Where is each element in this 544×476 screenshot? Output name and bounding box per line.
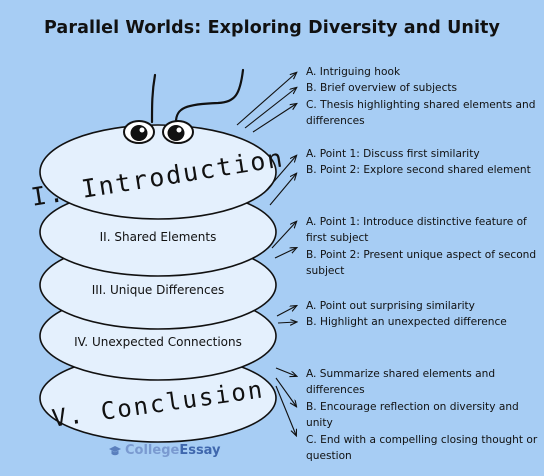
note-item: A. Point 1: Discuss first similarity [306, 148, 480, 160]
arrows-connections [276, 306, 296, 323]
note-item: C. Thesis highlighting shared elements a… [306, 98, 536, 128]
diagram-title: Parallel Worlds: Exploring Diversity and… [43, 18, 501, 38]
left-antenna [150, 73, 157, 124]
logo-text-part1: College [125, 443, 180, 458]
section-label-connections: IV. Unexpected Connections [74, 335, 242, 349]
right-antenna [174, 68, 245, 124]
note-item: B. Brief overview of subjects [306, 82, 458, 95]
section-label-shared: II. Shared Elements [100, 230, 217, 244]
notes-connections: A. Point out surprising similarity B. Hi… [306, 298, 538, 331]
note-item: A. Summarize shared elements and differe… [306, 368, 496, 397]
arrows-introduction [236, 73, 296, 133]
graduation-cap-icon [109, 445, 121, 455]
note-item: A. Intriguing hook [306, 66, 401, 78]
notes-shared: A. Point 1: Discuss first similarity B. … [306, 146, 538, 179]
notes-conclusion: A. Summarize shared elements and differe… [306, 366, 538, 464]
note-item: B. Encourage reflection on diversity and… [306, 400, 519, 430]
section-label-unique: III. Unique Differences [92, 283, 225, 297]
note-item: B. Point 2: Present unique aspect of sec… [306, 248, 537, 278]
arrows-conclusion [275, 367, 296, 435]
arrows-shared [263, 156, 296, 206]
note-item: A. Point out surprising similarity [306, 300, 475, 312]
arrows-unique [271, 222, 296, 259]
notes-introduction: A. Intriguing hook B. Brief overview of … [306, 64, 538, 130]
note-item: A. Point 1: Introduce distinctive featur… [306, 216, 527, 245]
logo-text-part2: Essay [179, 443, 221, 458]
note-item: B. Highlight an unexpected difference [306, 316, 507, 329]
note-item: B. Point 2: Explore second shared elemen… [306, 164, 531, 177]
segment-introduction [39, 124, 277, 220]
note-item: C. End with a compelling closing thought… [306, 433, 538, 463]
notes-unique: A. Point 1: Introduce distinctive featur… [306, 214, 538, 280]
college-essay-logo: CollegeEssay [108, 443, 221, 458]
eyes [123, 120, 194, 144]
